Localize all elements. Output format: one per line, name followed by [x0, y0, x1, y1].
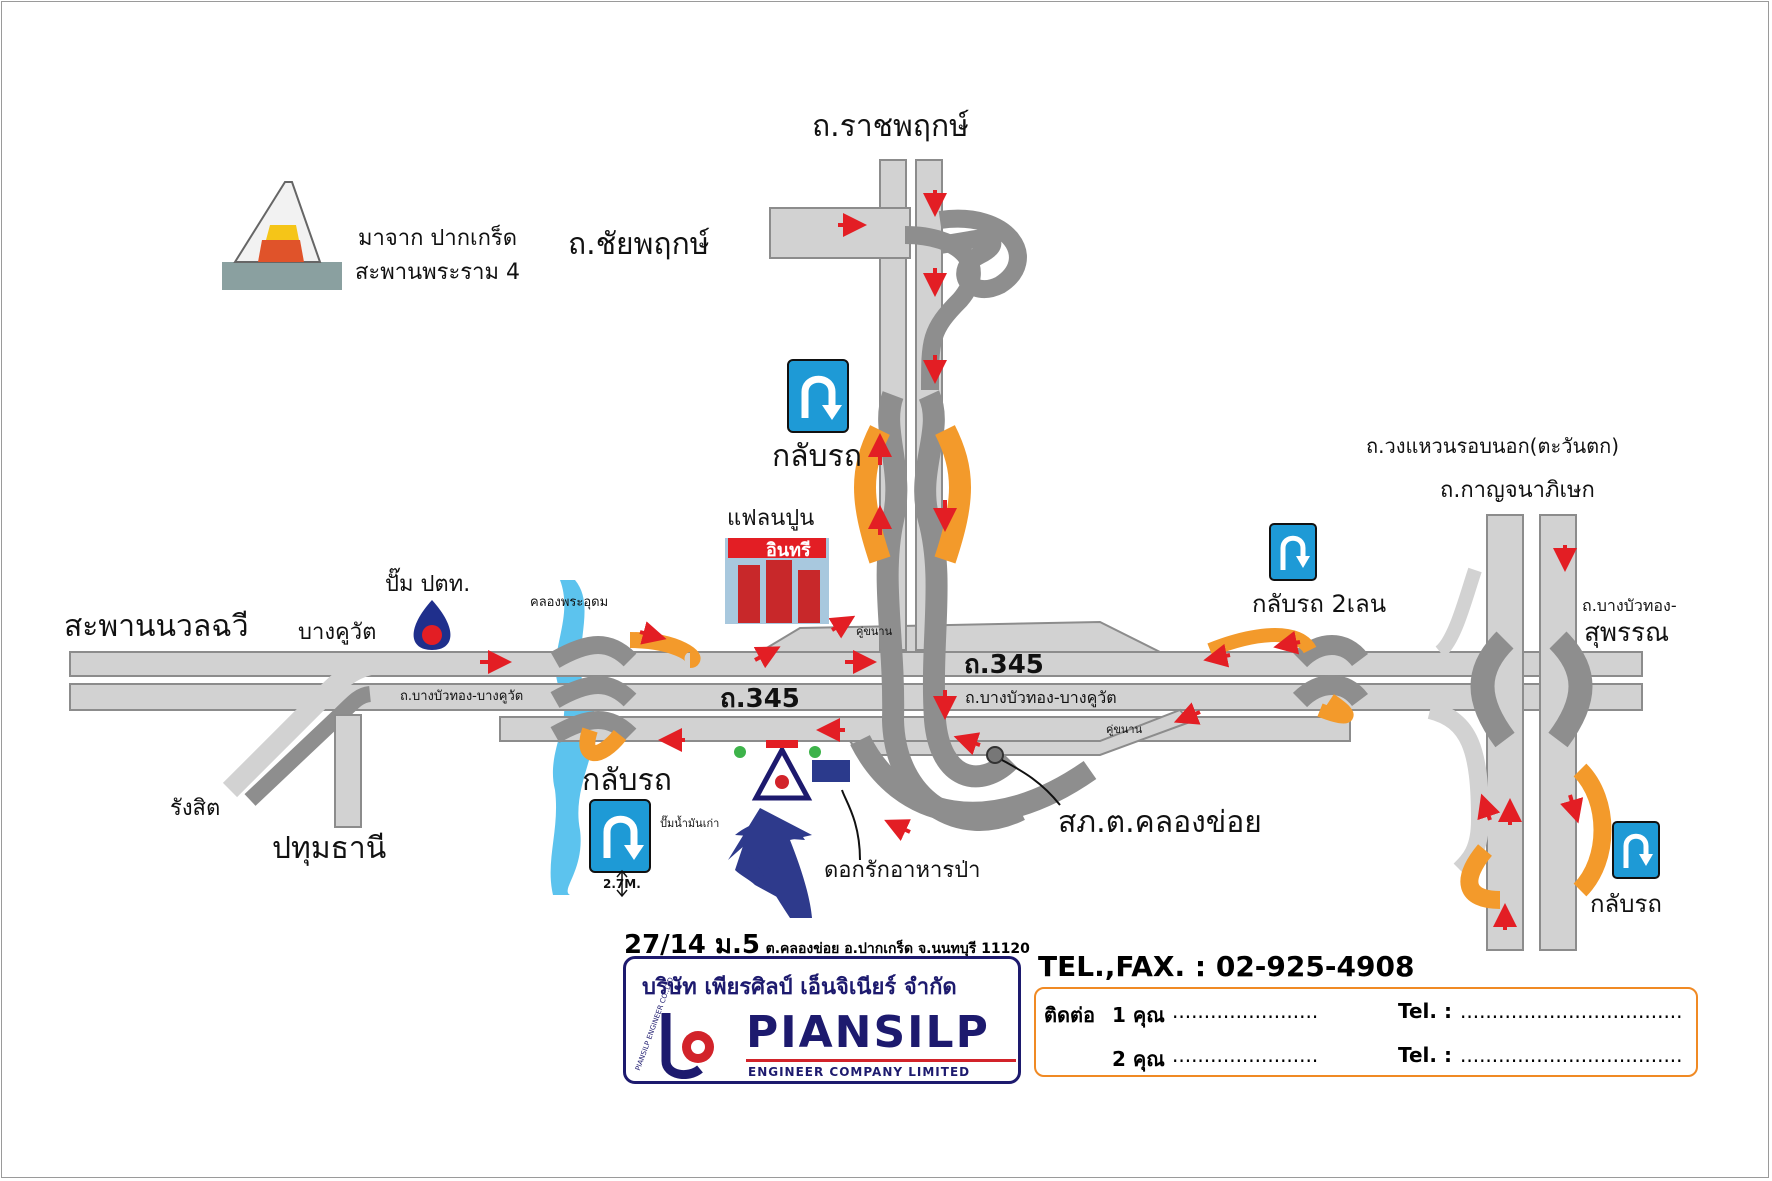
label-police: สภ.ต.คลองข่อย	[1058, 805, 1262, 840]
kanchanaphisek-ramps	[1470, 631, 1593, 748]
label-rama4-bridge: สะพานพระราม 4	[355, 260, 520, 285]
company-marker-icon	[734, 740, 850, 801]
ramp-down	[904, 226, 981, 391]
direction-arrows	[480, 190, 1584, 930]
label-kanchanaphisek: ถ.กาญจนาภิเษก	[1440, 478, 1595, 503]
contact-box: ติดต่อ 1 คุณ ....................... Tel…	[1034, 987, 1698, 1077]
bang-khu-wat-road	[222, 655, 373, 828]
label-from-pakkret: มาจาก ปากเกร็ด	[358, 226, 517, 251]
ramp-diagonal-right	[1435, 567, 1482, 658]
label-rangsit: รังสิต	[170, 796, 221, 821]
label-uturn-top: กลับรถ	[772, 439, 862, 474]
label-bangbuathong-left: ถ.บางบัวทอง-บางคูวัต	[400, 689, 524, 704]
police-station-icon	[986, 746, 1004, 764]
label-dokrak: ดอกรักอาหารป่า	[824, 858, 981, 883]
label-khlong-phra-udom: คลองพระอุดม	[530, 595, 609, 610]
company-name-en: PIANSILP	[746, 1007, 990, 1058]
label-khu-khanan-bottom: คู่ขนาน	[1106, 723, 1143, 736]
label-road-345-top: ถ.345	[964, 650, 1044, 680]
label-rachaphruek: ถ.ราชพฤกษ์	[812, 109, 969, 144]
uturn-2lane-bridge	[1292, 635, 1368, 708]
tel-fax: TEL.,FAX. : 02-925-4908	[1038, 950, 1415, 983]
label-height: 2.7M.	[603, 877, 641, 891]
label-uturn-2lane: กลับรถ 2เลน	[1252, 590, 1387, 618]
company-sub-en: ENGINEER COMPANY LIMITED	[748, 1065, 971, 1079]
contact-row1-dots: .......................	[1172, 999, 1319, 1023]
label-chaiyaphruek: ถ.ชัยพฤกษ์	[568, 227, 710, 262]
label-uturn-right: กลับรถ	[1590, 890, 1662, 918]
approach-arrow	[735, 820, 810, 915]
label-old-gas: ปั๊มน้ำมันเก่า	[660, 817, 720, 830]
flyover-ramp-right	[914, 390, 1018, 788]
label-insee: อินทรี	[766, 540, 811, 561]
label-bangbuathong-suphan-1: ถ.บางบัวทอง-	[1582, 596, 1677, 615]
company-box: บริษัท เพียรศิลป์ เอ็นจิเนียร์ จำกัด PIA…	[623, 956, 1021, 1084]
cement-plant-icon	[725, 538, 829, 624]
label-bang-khu-wat: บางคูวัต	[298, 620, 377, 645]
contact-row2-prefix: 2 คุณ	[1112, 1047, 1165, 1071]
contact-row2-tel-dots: ...................................	[1460, 1043, 1683, 1067]
label-bangbuathong-suphan-2: สุพรรณ	[1584, 618, 1670, 648]
bridge-khlong	[550, 636, 637, 743]
label-uturn-left: กลับรถ	[582, 763, 672, 798]
leader-lines	[841, 759, 1061, 861]
pagoda-icon	[222, 181, 342, 290]
contact-row2-dots: .......................	[1172, 1043, 1319, 1067]
contact-row1-tel-dots: ...................................	[1460, 999, 1683, 1023]
u-turn-sign-icon	[1269, 523, 1317, 581]
company-name-th: บริษัท เพียรศิลป์ เอ็นจิเนียร์ จำกัด	[642, 975, 957, 1000]
ramp-lower-right	[1427, 701, 1490, 877]
label-kanchanaphisek-ring: ถ.วงแหวนรอบนอก(ตะวันตก)	[1366, 434, 1620, 458]
contact-row1-tel: Tel. :	[1398, 999, 1452, 1023]
company-logo-icon	[661, 1013, 714, 1079]
chaiyaphruek-road	[769, 207, 911, 259]
height-marker	[616, 869, 628, 898]
u-turn-sign-icon	[787, 359, 849, 433]
label-khu-khanan-top: คู่ขนาน	[856, 625, 893, 638]
address-main: 27/14 ม.5	[624, 930, 761, 960]
label-pump-ptt: ปั๊ม ปตท.	[385, 572, 471, 597]
frontage-road-top	[756, 620, 1161, 653]
u-turn-sign-icon	[1612, 821, 1660, 879]
approach-arrow-body	[728, 808, 812, 918]
label-flan-pun: แฟลนปูน	[727, 506, 815, 531]
label-road-345-mid: ถ.345	[720, 684, 800, 714]
loop-ramp	[938, 209, 1027, 299]
address: 27/14 ม.5 ต.คลองข่อย อ.ปากเกร็ด จ.นนทบุร…	[624, 924, 1030, 965]
label-pathumthani: ปทุมธานี	[272, 831, 387, 866]
label-nawalchawee: สะพานนวลฉวี	[64, 609, 249, 644]
contact-label: ติดต่อ	[1044, 1003, 1095, 1027]
u-turn-sign-icon	[589, 799, 651, 873]
contact-row1-prefix: 1 คุณ	[1112, 1003, 1165, 1027]
uturn-loop-kanchanaphisek	[1460, 763, 1612, 909]
contact-row2-tel: Tel. :	[1398, 1043, 1452, 1067]
company-underline	[746, 1059, 1016, 1062]
flyover-ramp-lower	[850, 734, 1097, 824]
ptt-pump-icon	[413, 600, 451, 650]
label-bangbuathong-right: ถ.บางบัวทอง-บางคูวัต	[965, 688, 1117, 707]
address-rest: ต.คลองข่อย อ.ปากเกร็ด จ.นนทบุรี 11120	[765, 941, 1030, 957]
